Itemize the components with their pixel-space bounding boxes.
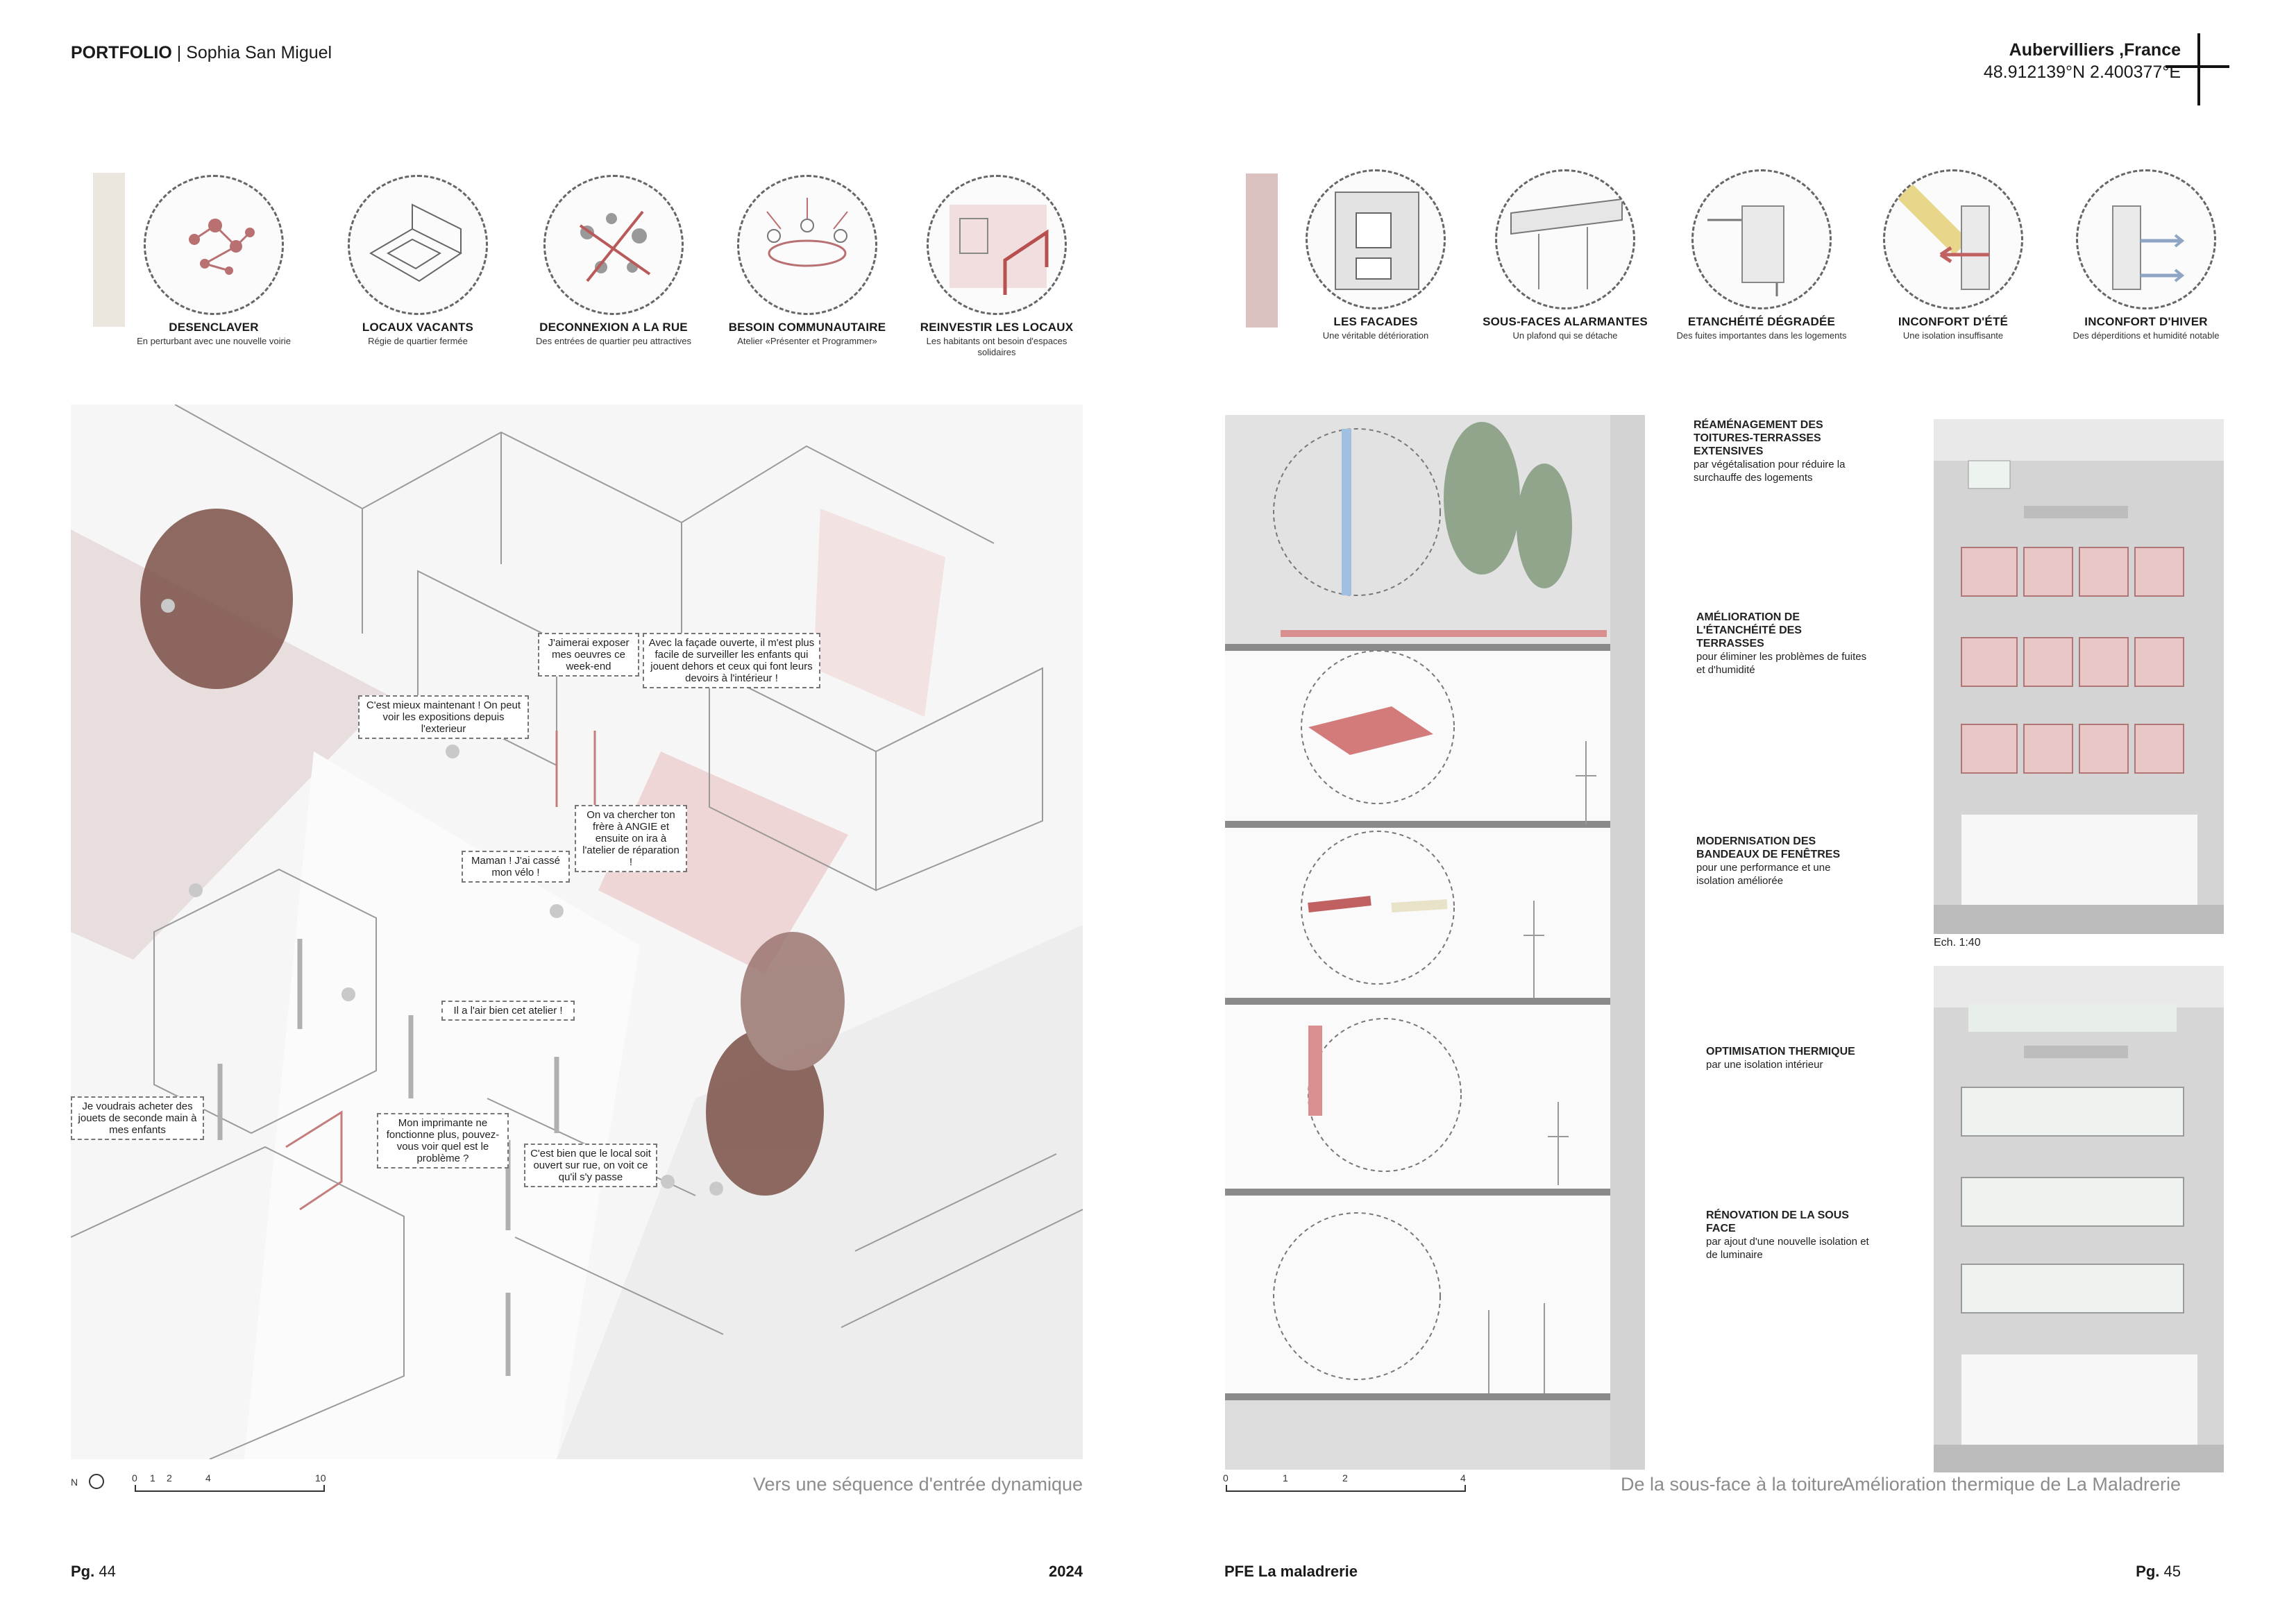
elevation-sketch — [1934, 419, 2224, 934]
annotation-fenetres: MODERNISATION DES BANDEAUX DE FENÊTRES p… — [1696, 835, 1841, 887]
icon-deconnexion: DECONNEXION A LA RUE Des entrées de quar… — [523, 175, 704, 347]
facade-icon — [1306, 169, 1446, 309]
disconnected-network-icon — [543, 175, 684, 315]
footer-project: PFE La maladrerie — [1224, 1563, 1358, 1580]
page-number-right: Pg. 45 — [2136, 1563, 2181, 1580]
facade-elevation-bottom — [1934, 966, 2224, 1472]
speech-bubble: Avec la façade ouverte, il m'est plus fa… — [643, 633, 820, 688]
page-number-left: Pg. 44 — [71, 1563, 116, 1580]
crosshair-icon — [2166, 33, 2229, 105]
section-sketch — [1225, 415, 1645, 1470]
speech-bubble: J'aimerai exposer mes oeuvres ce week-en… — [538, 633, 639, 677]
annotation-thermique: OPTIMISATION THERMIQUE par une isolation… — [1706, 1046, 1855, 1071]
author-name: | Sophia San Miguel — [176, 43, 332, 62]
icon-etancheite: ETANCHÉITÉ DÉGRADÉE Des fuites important… — [1671, 169, 1852, 341]
icon-facades: LES FACADES Une véritable détérioration — [1285, 169, 1466, 341]
ceiling-icon — [1495, 169, 1635, 309]
interior-room-icon — [927, 175, 1067, 315]
footer-year: 2024 — [1049, 1563, 1083, 1580]
network-sketch-icon — [144, 175, 284, 315]
winter-cold-icon — [2076, 169, 2216, 309]
speech-bubble: C'est bien que le local soit ouvert sur … — [524, 1144, 657, 1187]
icon-inconfort-ete: INCONFORT D'ÉTÉ Une isolation insuffisan… — [1863, 169, 2043, 341]
caption-middle: De la sous-face à la toiture — [1621, 1474, 1844, 1495]
elevation-scale-label: Ech. 1:40 — [1934, 937, 1981, 949]
left-scale-bar: N 0 1 2 4 10 — [71, 1472, 335, 1500]
color-swatch-beige — [93, 173, 125, 327]
building-section-drawing — [1225, 415, 1645, 1470]
building-block-icon — [348, 175, 488, 315]
caption-right: Amélioration thermique de La Maladrerie — [1842, 1474, 2181, 1495]
portfolio-label: PORTFOLIO — [71, 43, 172, 62]
annotation-sous-face: RÉNOVATION DE LA SOUS FACE par ajout d'u… — [1706, 1209, 1869, 1261]
summer-heat-icon — [1883, 169, 2023, 309]
icon-besoin-communautaire: BESOIN COMMUNAUTAIRE Atelier «Présenter … — [717, 175, 897, 347]
north-arrow-icon — [89, 1474, 104, 1489]
speech-bubble: C'est mieux maintenant ! On peut voir le… — [358, 695, 529, 739]
elevation-sketch — [1934, 966, 2224, 1472]
speech-bubble: Je voudrais acheter des jouets de second… — [71, 1096, 204, 1140]
portfolio-header: PORTFOLIO | Sophia San Miguel — [71, 43, 332, 63]
icon-sous-faces: SOUS-FACES ALARMANTES Un plafond qui se … — [1475, 169, 1655, 341]
facade-elevation-top — [1934, 419, 2224, 934]
axonometric-sketch — [71, 405, 1083, 1459]
speech-bubble: On va chercher ton frère à ANGIE et ensu… — [575, 805, 687, 872]
annotation-toiture: RÉAMÉNAGEMENT DES TOITURES-TERRASSES EXT… — [1694, 419, 1846, 484]
axonometric-drawing — [71, 405, 1083, 1459]
speech-bubble: Mon imprimante ne fonctionne plus, pouve… — [377, 1113, 509, 1169]
speech-bubble: Il a l'air bien cet atelier ! — [441, 1001, 575, 1021]
icon-inconfort-hiver: INCONFORT D'HIVER Des déperditions et hu… — [2056, 169, 2236, 341]
waterproofing-icon — [1691, 169, 1832, 309]
location-name: Aubervilliers ,France — [2009, 40, 2181, 60]
icon-locaux-vacants: LOCAUX VACANTS Régie de quartier fermée — [328, 175, 508, 347]
color-swatch-pink — [1246, 173, 1278, 328]
speech-bubble: Maman ! J'ai cassé mon vélo ! — [462, 851, 570, 883]
icon-desenclaver: DESENCLAVER En perturbant avec une nouve… — [124, 175, 304, 347]
location-block: Aubervilliers ,France 48.912139°N 2.4003… — [1984, 39, 2181, 83]
right-scale-bar: 0 1 2 4 — [1223, 1472, 1473, 1500]
caption-left: Vers une séquence d'entrée dynamique — [753, 1474, 1083, 1495]
location-coordinates: 48.912139°N 2.400377°E — [1983, 62, 2181, 82]
annotation-etancheite: AMÉLIORATION DE L'ÉTANCHÉITÉ DES TERRASS… — [1696, 611, 1867, 676]
icon-reinvestir: REINVESTIR LES LOCAUX Les habitants ont … — [906, 175, 1087, 358]
north-label: N — [71, 1477, 78, 1488]
community-table-icon — [737, 175, 877, 315]
